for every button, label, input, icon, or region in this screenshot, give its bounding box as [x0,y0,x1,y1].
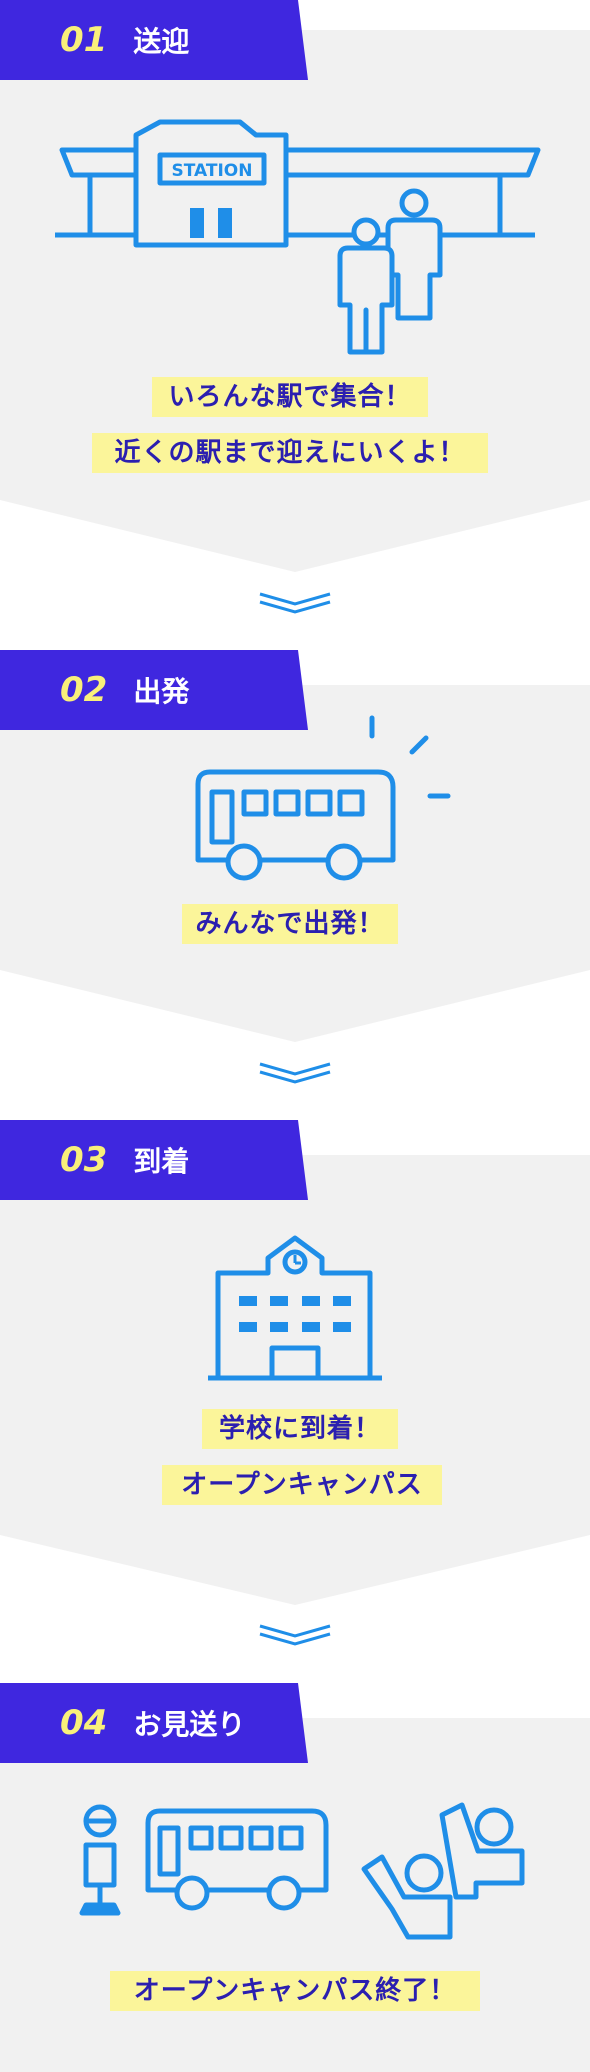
step-1-line-1: いろんな駅で集合！ [152,377,428,417]
step-3-tab: 03 到着 [0,1120,308,1200]
step-number: 01 [60,20,108,60]
step-3-line-1: 学校に到着！ [202,1409,398,1449]
step-4-section: 04 お見送り オープンキャンパス終了！ [0,1683,590,2072]
step-title: 出発 [133,675,190,708]
down-chevron-icon [259,1062,331,1084]
waving-people-icon [361,1802,525,1940]
station-icon: STATION [55,119,541,355]
bus-icon [195,715,451,881]
step-2-section: 02 出発 みんなで出発！ [0,650,590,1120]
step-4-line-1: オープンキャンパス終了！ [110,1971,480,2011]
step-title: 到着 [133,1145,190,1178]
bus-stop-icon [79,1804,121,1916]
step-1-line-2: 近くの駅まで迎えにいくよ！ [92,433,488,473]
step-title: お見送り [133,1708,246,1741]
step-3-line-2: オープンキャンパス [162,1465,442,1505]
step-title: 送迎 [133,25,190,58]
step-1-tab: 01 送迎 [0,0,308,80]
school-building-icon [208,1235,382,1381]
step-2-line-1: みんなで出発！ [182,904,398,944]
station-sign-text: STATION [172,161,253,181]
step-2-tab: 02 出発 [0,650,308,730]
step-2-panel [0,685,590,1042]
step-number: 04 [60,1703,108,1743]
step-1-section: 01 送迎 STATION いろんな駅で集合！ 近くの駅まで迎えにいくよ！ [0,0,590,650]
bus-icon [145,1808,329,1911]
step-3-section: 03 到着 学校に到着！ オープンキャンパス [0,1120,590,1683]
down-chevron-icon [259,592,331,614]
step-number: 03 [60,1140,108,1180]
step-number: 02 [60,670,108,710]
down-chevron-icon [259,1624,331,1646]
step-4-tab: 04 お見送り [0,1683,308,1763]
